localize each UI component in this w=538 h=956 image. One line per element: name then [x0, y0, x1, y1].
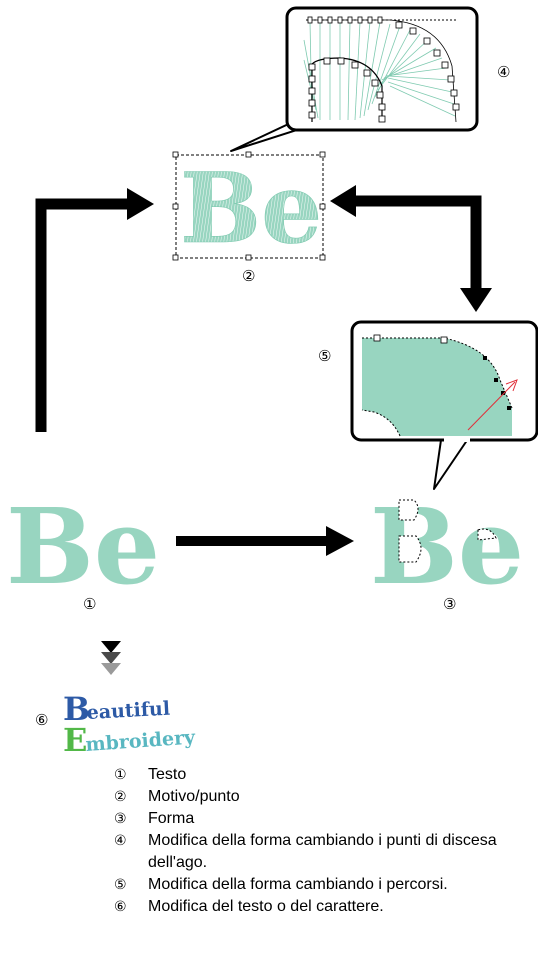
arrow-text-to-shape	[176, 526, 354, 556]
marker-5: ⑤	[318, 347, 331, 365]
marker-4: ④	[497, 63, 510, 81]
workflow-diagram: Be ②	[0, 0, 538, 760]
arrow-text-to-stitch	[41, 188, 154, 432]
shape-be-letters: Be	[370, 485, 524, 608]
svg-text:E: E	[63, 721, 87, 759]
marker-6: ⑥	[35, 711, 48, 729]
svg-text:mbroidery: mbroidery	[85, 726, 197, 756]
stitch-be-letters: Be	[180, 152, 322, 265]
shape-be-sample: Be	[370, 485, 524, 608]
marker-1: ①	[83, 595, 96, 613]
chevron-double-down-icon	[101, 641, 121, 675]
marker-3: ③	[443, 595, 456, 613]
callout-needle-points	[231, 8, 477, 151]
marker-2: ②	[242, 267, 255, 285]
arrow-stitch-shape-bidirectional	[330, 185, 492, 312]
beautiful-embroidery-logo: B eautiful E mbroidery	[63, 690, 197, 759]
text-be-sample: Be	[6, 485, 160, 608]
svg-text:eautiful: eautiful	[86, 698, 170, 724]
callout-path-editing	[352, 322, 537, 489]
stitch-be-sample: Be	[173, 152, 325, 265]
